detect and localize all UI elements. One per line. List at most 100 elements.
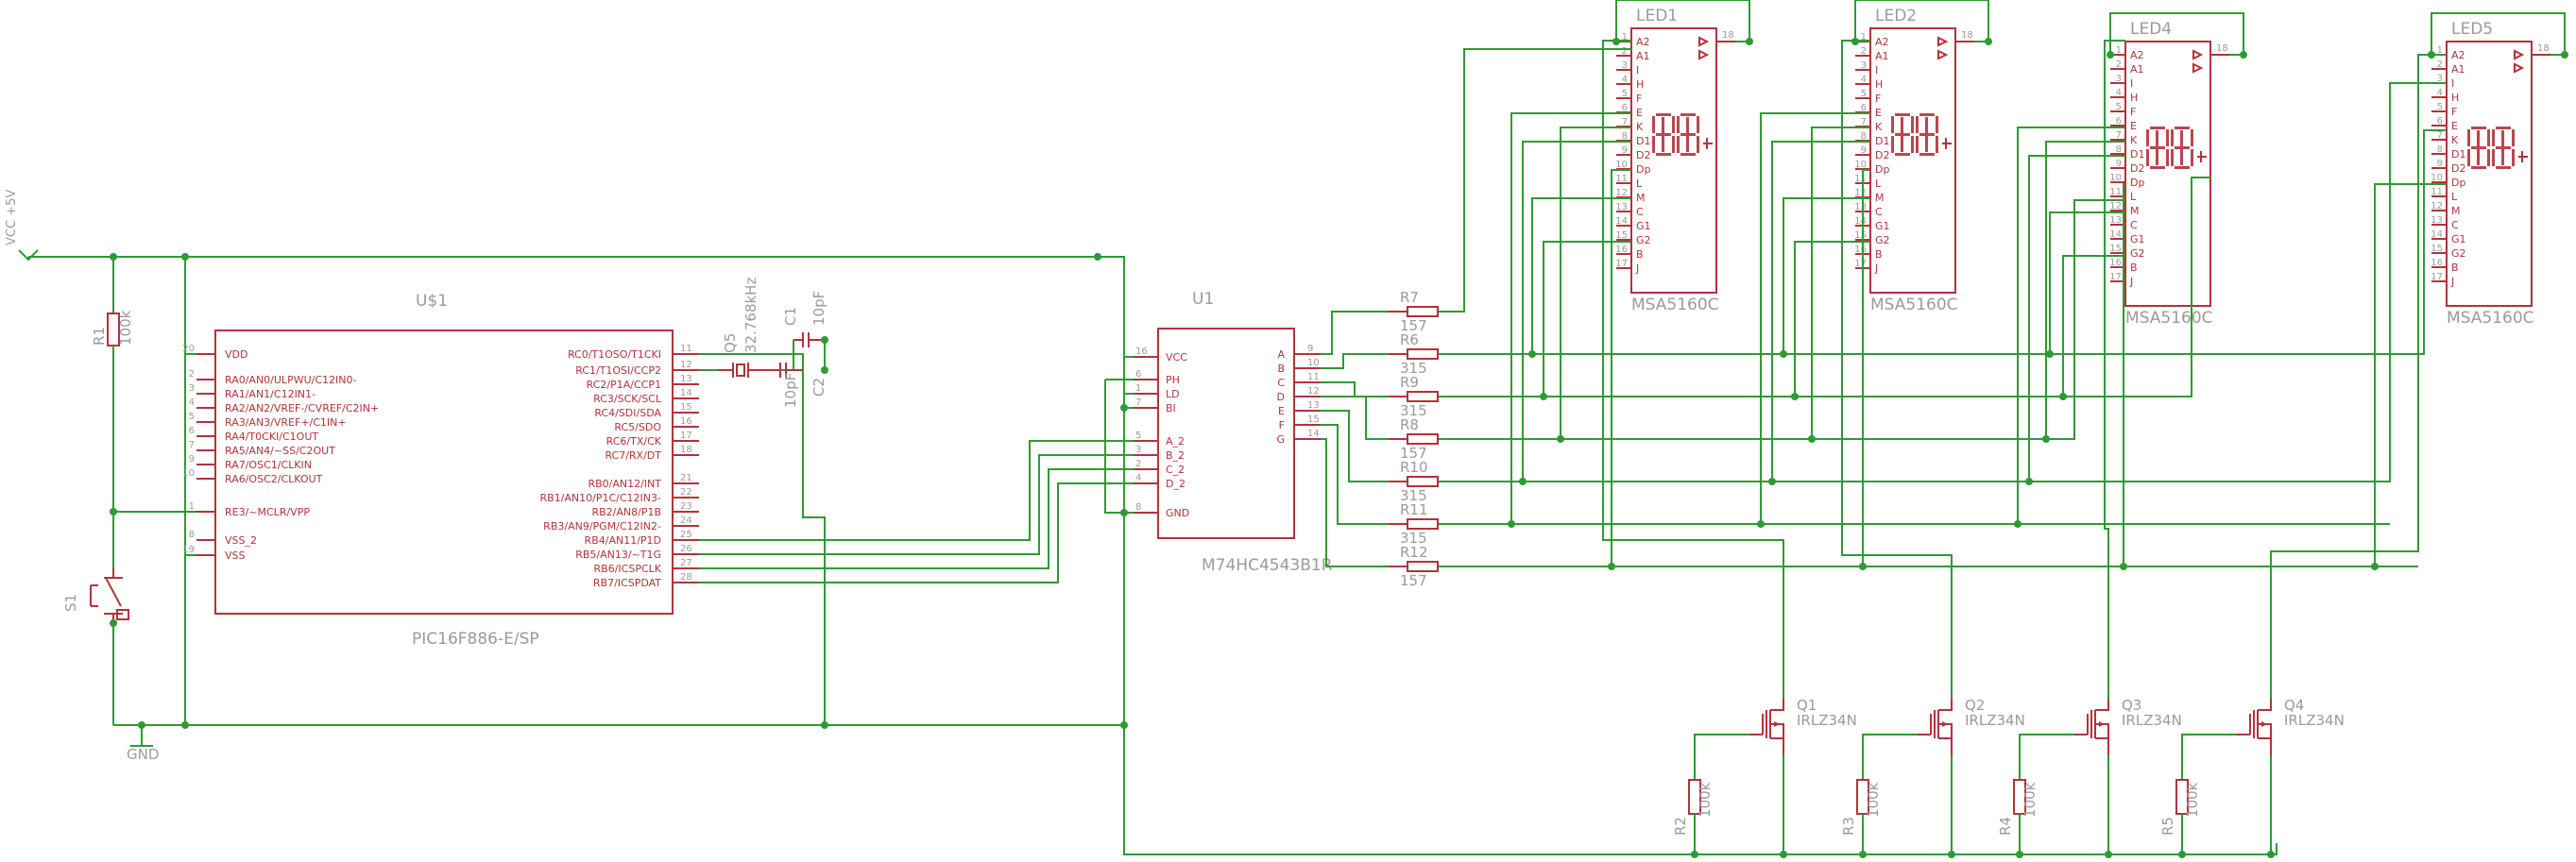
- mcu-pin-number: 3: [189, 383, 195, 394]
- led-pin-number: 1: [2116, 45, 2122, 56]
- r1-ref: R1: [91, 327, 108, 346]
- mcu-pin-number: 4: [189, 397, 195, 408]
- u1-pin-number: 2: [1135, 459, 1141, 469]
- led-pin-label: C: [2130, 219, 2138, 231]
- led-pin-label: G1: [1875, 220, 1890, 232]
- mcu-pin-label: RC0/T1OSO/T1CKI: [568, 348, 661, 361]
- mcu-ref: U$1: [416, 292, 448, 311]
- mosfet-part: IRLZ34N: [2122, 712, 2182, 729]
- led-pin18-number: 18: [2216, 43, 2228, 54]
- mcu-pin-number: 2: [189, 369, 195, 380]
- pulldown-ref: R4: [1997, 817, 2014, 836]
- resistor-net: [1321, 381, 1389, 397]
- junction: [2561, 51, 2568, 59]
- mcu-pin-label: RA2/AN2/VREF-/CVREF/C2IN+: [225, 402, 379, 414]
- junction: [2105, 851, 2112, 858]
- series-resistor: [1407, 476, 1439, 487]
- mcu-pin-number: 25: [680, 530, 692, 540]
- led-pin-number: 9: [1622, 145, 1628, 156]
- led-pin-number: 13: [1854, 202, 1867, 212]
- led-pin-number: 10: [2431, 173, 2443, 183]
- mcu-pin-label: RA5/AN4/~SS/C2OUT: [225, 445, 335, 457]
- mcu-pin-number: 14: [680, 388, 692, 398]
- mcu-part: PIC16F886-E/SP: [412, 630, 539, 649]
- led-pin-number: 2: [1622, 46, 1628, 57]
- resistor-net: [1321, 424, 1389, 525]
- mcu-pin-label: VSS: [225, 549, 246, 562]
- led-pin-number: 15: [1615, 230, 1628, 241]
- led-part: MSA5160C: [1870, 296, 1958, 314]
- pulldown-value: 100k: [1697, 782, 1714, 818]
- led-pin-number: 1: [2437, 45, 2443, 56]
- mcu-pin-number: 26: [680, 544, 692, 554]
- led-pin-label: B: [2130, 262, 2138, 274]
- resistor-ref: R11: [1400, 501, 1428, 518]
- u1-ref: U1: [1192, 290, 1214, 309]
- led-pin-number: 11: [1615, 174, 1628, 184]
- mosfet-ref: Q1: [1797, 697, 1817, 714]
- series-resistor: [1407, 433, 1439, 445]
- led-pin-number: 16: [1854, 245, 1867, 255]
- led-pin-number: 9: [1861, 145, 1867, 156]
- u1-pin-label: PH: [1166, 374, 1180, 386]
- led-body: [1869, 27, 1956, 294]
- led-pin-number: 14: [2109, 229, 2122, 240]
- resistor-ref: R6: [1400, 331, 1419, 348]
- led-pin-label: B: [1875, 248, 1883, 261]
- mcu-pin-label: RB7/ICSPDAT: [593, 577, 661, 589]
- mosfet-symbol: [1766, 699, 1784, 755]
- u1-pin-number: 11: [1307, 372, 1320, 382]
- led-body: [1630, 27, 1717, 294]
- led-pin-number: 7: [2116, 130, 2122, 141]
- u1-pin-label: LD: [1166, 388, 1180, 400]
- led-pin-number: 13: [1615, 202, 1628, 212]
- segment-digit: [1677, 113, 1699, 156]
- u1-pin-label: B: [1277, 363, 1285, 375]
- led-pin-label: D1: [2130, 148, 2144, 161]
- series-resistor: [1407, 518, 1439, 530]
- mcu-pin-number: 9: [189, 454, 195, 465]
- s1-ref: S1: [62, 594, 79, 612]
- diode-marker: [2192, 49, 2204, 74]
- pulldown-value: 100k: [1865, 782, 1882, 818]
- series-resistor: [1407, 348, 1439, 360]
- q5-ref: Q5: [722, 333, 739, 353]
- led-pin-number: 3: [1861, 60, 1867, 71]
- mcu-pin-label: RC4/SDI/SDA: [594, 407, 661, 419]
- mosfet-gate: [2074, 714, 2089, 735]
- mcu-pin-number: 7: [189, 440, 195, 450]
- led-anode-loop: [1615, 0, 1750, 42]
- resistor-value: 157: [1400, 445, 1427, 462]
- led-pin-number: 8: [1861, 131, 1867, 142]
- u1-pin-label: GND: [1166, 507, 1189, 519]
- mcu-pin-label: RA1/AN1/C12IN1-: [225, 388, 316, 400]
- mcu-pin-number: 16: [680, 416, 692, 427]
- led-pin-number: 14: [2431, 229, 2443, 240]
- led-pin-number: 17: [2109, 272, 2122, 282]
- u1-pin-label: C: [1277, 377, 1285, 389]
- led-pin-label: H: [1875, 78, 1883, 91]
- u1-pin-label: E: [1278, 405, 1285, 417]
- led-pin-label: D2: [2130, 162, 2144, 175]
- led-pin-label: D2: [1875, 149, 1889, 161]
- u1-pin-label: D_2: [1166, 478, 1186, 490]
- led-pin-number: 17: [1615, 259, 1628, 269]
- led-pin-number: 15: [2431, 244, 2443, 254]
- led-anode-loop: [1854, 0, 1989, 42]
- mcu-pin-number: 28: [680, 572, 692, 583]
- led-pin-number: 5: [1861, 89, 1867, 99]
- pulldown-ref: R5: [2159, 817, 2176, 836]
- q5-value: 32.768kHz: [742, 278, 759, 353]
- u1-pin-number: 6: [1135, 369, 1141, 380]
- diode-marker: [2514, 49, 2525, 74]
- dp-marker: [2518, 151, 2528, 162]
- c2-value: 10pF: [782, 373, 799, 408]
- led-pin-number: 7: [1861, 117, 1867, 127]
- c2-ref: C2: [810, 378, 827, 397]
- mcu-pin-number: 20: [182, 344, 195, 354]
- mcu-pin-label: RC7/RX/DT: [605, 449, 661, 462]
